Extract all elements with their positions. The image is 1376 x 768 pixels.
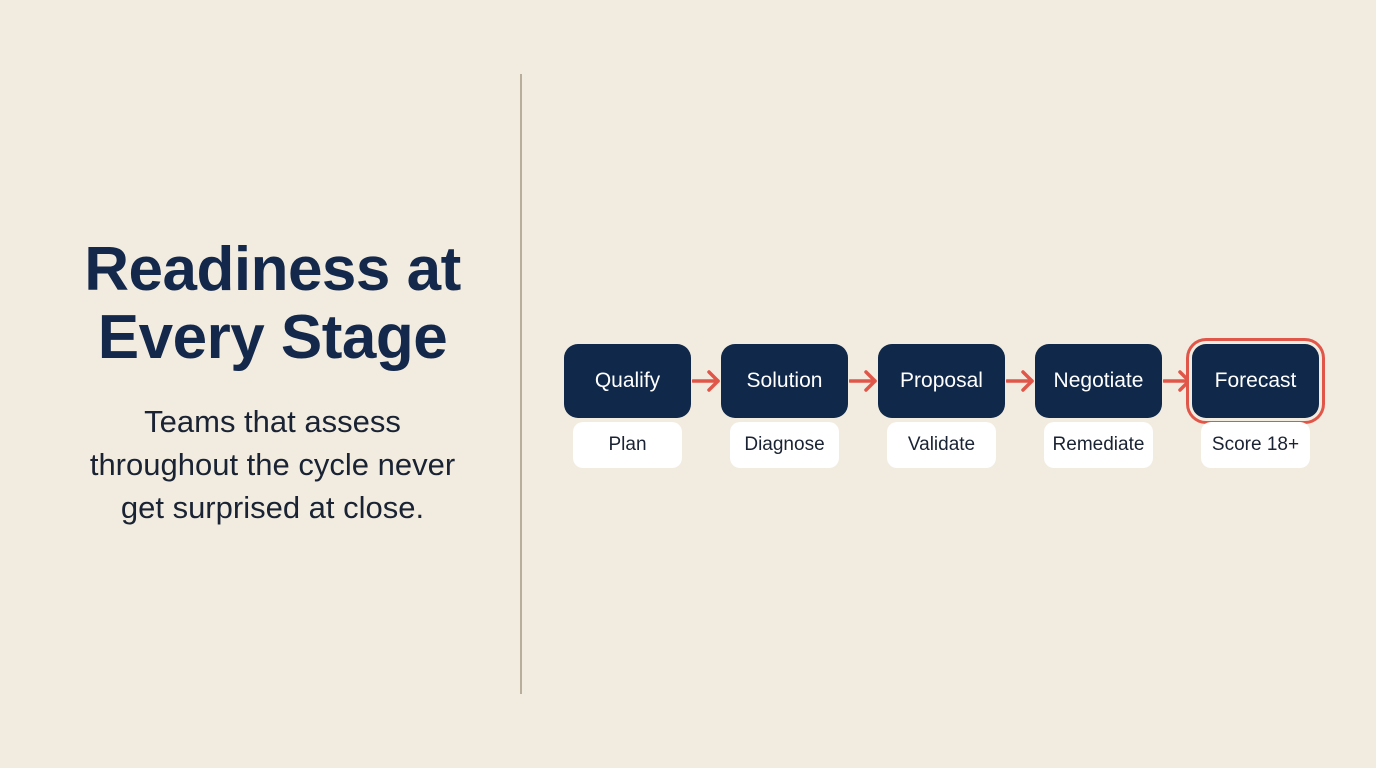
- stage-sub-label: Diagnose: [730, 422, 839, 468]
- arrow-right-icon: [1163, 370, 1191, 392]
- stage-sub-label: Validate: [887, 422, 996, 468]
- arrow-right-icon: [692, 370, 720, 392]
- subtitle: Teams that assess throughout the cycle n…: [40, 400, 505, 529]
- subtitle-line-3: get surprised at close.: [120, 490, 425, 525]
- vertical-divider: [520, 74, 522, 694]
- title-line-1: Readiness at: [84, 235, 461, 304]
- stage-box: Qualify: [564, 344, 691, 418]
- stage-box: Proposal: [878, 344, 1005, 418]
- stage-sub-label: Plan: [573, 422, 682, 468]
- subtitle-line-2: throughout the cycle never: [89, 447, 456, 482]
- stage-sub-label: Score 18+: [1201, 422, 1310, 468]
- title-line-2: Every Stage: [97, 303, 448, 372]
- subtitle-line-1: Teams that assess: [144, 404, 401, 439]
- stage-box-highlighted: Forecast: [1192, 344, 1319, 418]
- arrow-right-icon: [849, 370, 877, 392]
- stage-sub-label: Remediate: [1044, 422, 1153, 468]
- stage-box: Solution: [721, 344, 848, 418]
- page-title: Readiness at Every Stage: [40, 236, 505, 372]
- arrow-right-icon: [1006, 370, 1034, 392]
- headline-panel: Readiness at Every Stage Teams that asse…: [40, 0, 505, 768]
- stage-box: Negotiate: [1035, 344, 1162, 418]
